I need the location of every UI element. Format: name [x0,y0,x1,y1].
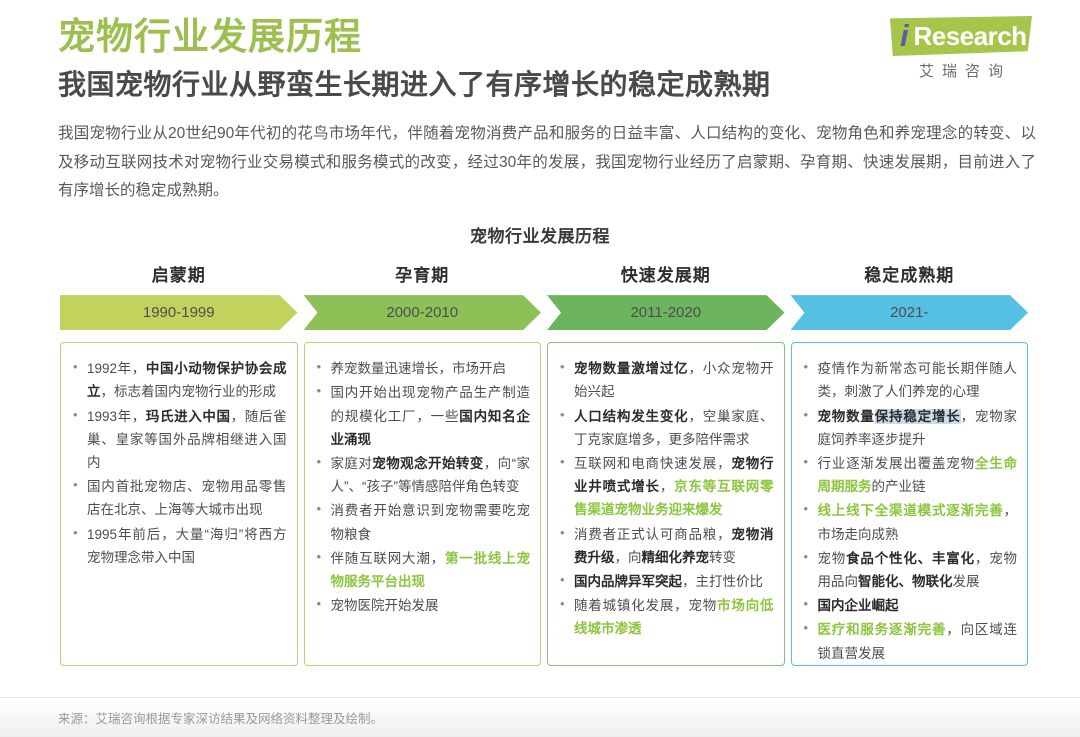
logo-letter-i: i [900,18,909,53]
timeline-arrow-2: 2000-2010 [304,295,542,330]
list-item: 1992年，中国小动物保护协会成立，标志着国内宠物行业的形成 [69,356,287,403]
list-item: 养宠数量迅速增长，市场开启 [313,356,531,380]
list-item: 1995年前后，大量“海归”将西方宠物理念带入中国 [69,522,287,569]
list-item: 1993年，玛氏进入中国，随后雀巢、皇家等国外品牌相继进入国内 [69,404,287,475]
list-item: 宠物医院开始发展 [313,593,531,617]
logo-badge: i Research [890,16,1032,56]
page-footer: 来源：艾瑞咨询根据专家深访结果及网络资料整理及绘制。 [0,697,1080,737]
list-item: 国内首批宠物店、宠物用品零售店在北京、上海等大城市出现 [69,474,287,521]
logo-chinese-name: 艾瑞咨询 [918,63,1011,80]
figure-title: 宠物行业发展历程 [470,227,610,247]
list-item: 随着城镇化发展，宠物市场向低线城市渗透 [556,593,774,640]
phase-name-4: 稳定成熟期 [864,266,955,286]
phase-card-row: 1992年，中国小动物保护协会成立，标志着国内宠物行业的形成 1993年，玛氏进… [60,342,1028,667]
source-note: 来源：艾瑞咨询根据专家深访结果及网络资料整理及绘制。 [58,712,384,726]
phase-2-bullet-list: 养宠数量迅速增长，市场开启 国内开始出现宠物产品生产制造的规模化工厂，一些国内知… [313,356,531,617]
phase-4-bullet-list: 疫情作为新常态可能长期伴随人类，刺激了人们养宠的心理 宠物数量保持稳定增长，宠物… [800,356,1018,665]
phase-name-2: 孕育期 [395,266,450,286]
list-item: 医疗和服务逐渐完善，向区域连锁直营发展 [800,617,1017,664]
list-item: 消费者开始意识到宠物需要吃宠物粮食 [313,498,530,545]
list-item: 互联网和电商快速发展，宠物行业井喷式增长，京东等互联网零售渠道宠物业务迎来爆发 [556,451,774,522]
logo-wordmark: Research [913,20,1027,51]
iresearch-logo: i Research 艾瑞咨询 [890,16,1032,81]
page-title: 宠物行业发展历程 [58,16,362,57]
phase-3-bullet-list: 宠物数量激增过亿，小众宠物开始兴起 人口结构发生变化，空巢家庭、丁克家庭增多，更… [556,356,774,641]
page-header: 宠物行业发展历程 我国宠物行业从野蛮生长期进入了有序增长的稳定成熟期 i Res… [0,0,1080,104]
phase-card-1: 1992年，中国小动物保护协会成立，标志着国内宠物行业的形成 1993年，玛氏进… [60,342,298,667]
timeline-arrow-row: 1990-1999 2000-2010 2011-2020 2021- [60,295,1028,330]
list-item: 家庭对宠物观念开始转变，向“家人”、“孩子”等情感陪伴角色转变 [313,451,530,498]
list-item: 行业逐渐发展出覆盖宠物全生命周期服务的产业链 [800,451,1017,498]
phase-card-2: 养宠数量迅速增长，市场开启 国内开始出现宠物产品生产制造的规模化工厂，一些国内知… [303,342,541,667]
list-item: 国内企业崛起 [800,593,1018,617]
intro-paragraph: 我国宠物行业从20世纪90年代初的花鸟市场年代，伴随着宠物消费产品和服务的日益丰… [58,125,1036,200]
phase-name-row: 启蒙期 孕育期 快速发展期 稳定成熟期 [60,261,1028,286]
phase-name-1: 启蒙期 [151,266,206,286]
timeline-arrow-3: 2011-2020 [547,295,785,330]
list-item: 疫情作为新常态可能长期伴随人类，刺激了人们养宠的心理 [800,356,1017,403]
phase-name-3: 快速发展期 [620,266,711,286]
timeline-arrow-1: 1990-1999 [60,295,298,330]
list-item: 消费者正式认可商品粮，宠物消费升级，向精细化养宠转变 [556,522,774,569]
phase-card-3: 宠物数量激增过亿，小众宠物开始兴起 人口结构发生变化，空巢家庭、丁克家庭增多，更… [547,342,785,667]
timeline-arrow-4: 2021- [791,295,1029,330]
list-item: 国内品牌异军突起，主打性价比 [556,569,774,593]
list-item: 国内开始出现宠物产品生产制造的规模化工厂，一些国内知名企业涌现 [313,380,530,451]
list-item: 伴随互联网大潮，第一批线上宠物服务平台出现 [313,546,530,593]
phase-card-4: 疫情作为新常态可能长期伴随人类，刺激了人们养宠的心理 宠物数量保持稳定增长，宠物… [790,342,1028,667]
list-item: 人口结构发生变化，空巢家庭、丁克家庭增多，更多陪伴需求 [556,403,774,451]
list-item: 宠物数量激增过亿，小众宠物开始兴起 [556,356,774,403]
phase-1-bullet-list: 1992年，中国小动物保护协会成立，标志着国内宠物行业的形成 1993年，玛氏进… [69,356,287,569]
list-item: 宠物数量保持稳定增长，宠物家庭饲养率逐步提升 [800,403,1017,451]
list-item: 线上线下全渠道模式逐渐完善，市场走向成熟 [800,498,1017,545]
list-item: 宠物食品个性化、丰富化，宠物用品向智能化、物联化发展 [800,546,1017,593]
page-subtitle: 我国宠物行业从野蛮生长期进入了有序增长的稳定成熟期 [58,69,771,101]
